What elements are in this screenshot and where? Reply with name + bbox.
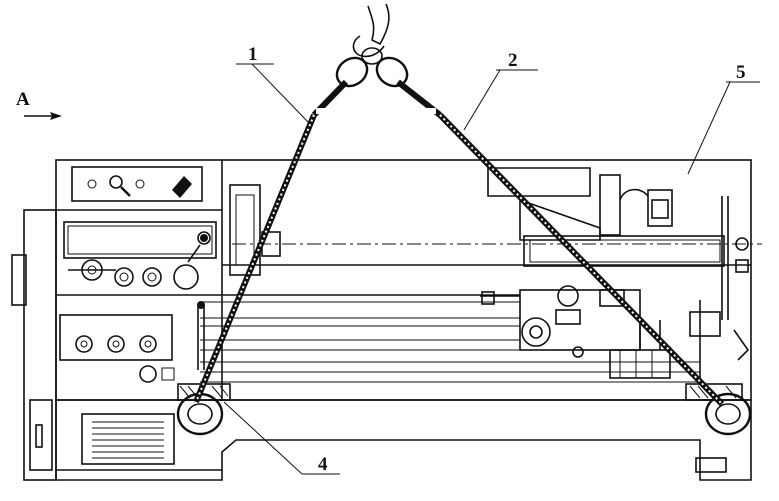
callout-4: 4 [318, 454, 328, 475]
callout-5: 5 [736, 62, 746, 83]
callout-2: 2 [508, 50, 518, 71]
view-arrow-label: A [16, 89, 30, 110]
view-arrow [24, 112, 62, 120]
leader-lines [223, 63, 760, 475]
chain-link-icon [335, 47, 409, 88]
sling-rope-left [193, 79, 349, 404]
lathe-machine-icon [11, 159, 762, 481]
shackle-right-icon [704, 392, 752, 436]
sling-rope-right [396, 79, 725, 407]
callout-1: 1 [248, 44, 258, 65]
